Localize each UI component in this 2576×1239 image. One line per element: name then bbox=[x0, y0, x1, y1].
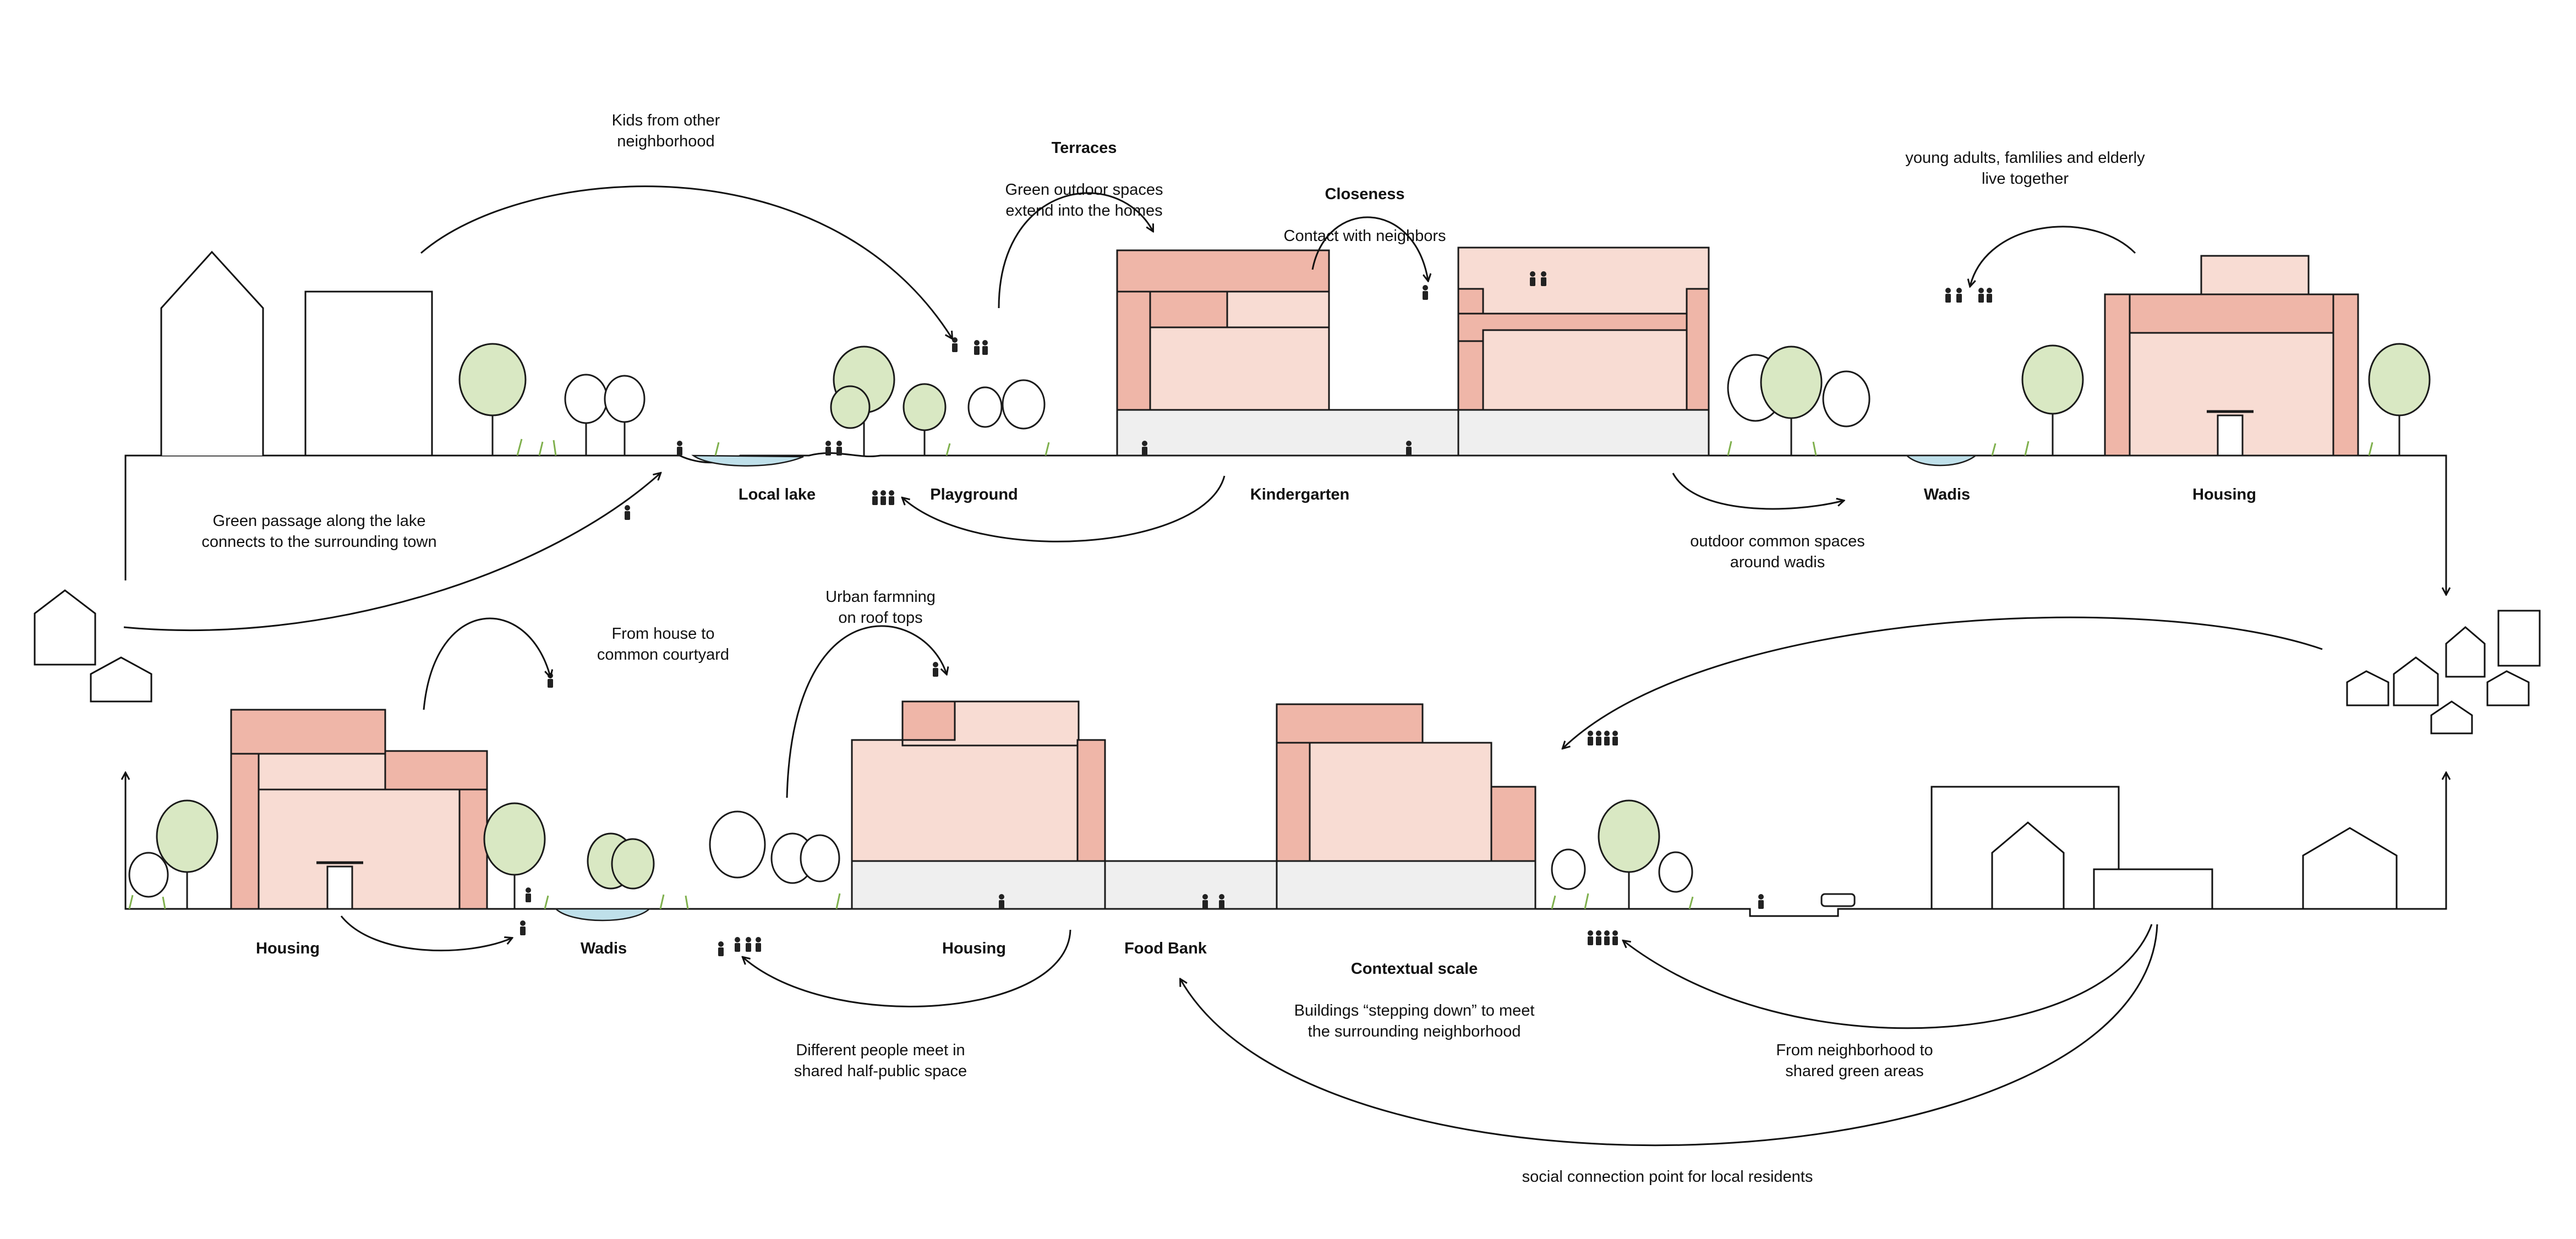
arrow-town-to-center bbox=[1563, 616, 2323, 748]
closeness-text: Contact with neighbors bbox=[1283, 227, 1446, 245]
arrow-kids bbox=[420, 185, 952, 338]
bottom-section bbox=[34, 589, 2541, 1147]
contextual-text: Buildings “stepping down” to meet the su… bbox=[1294, 1002, 1535, 1040]
annotation-urban-farming: Urban farmning on roof tops bbox=[825, 588, 936, 627]
arrow-urban-farming bbox=[786, 625, 947, 798]
terraces-title: Terraces bbox=[1051, 139, 1117, 157]
contextual-title: Contextual scale bbox=[1350, 960, 1478, 978]
label-local-lake: Local lake bbox=[738, 486, 816, 503]
annotation-social-connection: social connection point for local reside… bbox=[1522, 1168, 1813, 1186]
top-grass bbox=[516, 438, 2373, 456]
tree-group-top-right bbox=[1727, 343, 2431, 467]
arrow-from-neighborhood bbox=[1623, 924, 2153, 1029]
top-housing-building bbox=[2104, 255, 2359, 457]
town-gable-bottom-1 bbox=[1991, 821, 2065, 910]
bottom-contextual-building bbox=[1276, 703, 1536, 910]
top-section bbox=[123, 185, 2447, 631]
annotation-kids: Kids from other neighborhood bbox=[611, 112, 720, 150]
local-lake-water bbox=[691, 454, 804, 467]
tree-group-bottom-left bbox=[128, 799, 840, 922]
top-wadi-water bbox=[1905, 454, 1978, 467]
label-wadis-top: Wadis bbox=[1923, 486, 1971, 503]
label-housing-bottom-mid: Housing bbox=[942, 940, 1006, 957]
annotation-green-passage: Green passage along the lake connects to… bbox=[201, 512, 437, 551]
small-house-3 bbox=[2346, 670, 2389, 706]
arrow-green-passage bbox=[123, 473, 660, 631]
arrow-social-connection bbox=[1180, 924, 2158, 1147]
annotation-closeness: Closeness Contact with neighbors bbox=[1249, 163, 1480, 246]
kindergarten-building-left bbox=[1116, 249, 1462, 457]
annotation-young-adults: young adults, famlilies and elderly live… bbox=[1905, 149, 2145, 188]
car bbox=[1820, 893, 1856, 907]
small-house-2 bbox=[90, 656, 152, 703]
small-house-7 bbox=[2486, 670, 2530, 706]
town-block bbox=[304, 290, 433, 457]
label-kindergarten: Kindergarten bbox=[1250, 486, 1350, 503]
top-ground-line bbox=[124, 452, 2447, 594]
label-wadis-bottom: Wadis bbox=[580, 940, 627, 957]
label-playground: Playground bbox=[930, 486, 1018, 503]
arrow-housing-wadis bbox=[340, 915, 512, 952]
arrow-playground bbox=[903, 475, 1226, 542]
small-house-1 bbox=[34, 589, 96, 666]
annotation-from-neighborhood: From neighborhood to shared green areas bbox=[1776, 1041, 1933, 1080]
bottom-wadi-water bbox=[554, 908, 652, 922]
small-house-5 bbox=[2445, 626, 2486, 678]
bottom-housing-left bbox=[230, 709, 488, 910]
bottom-grass bbox=[128, 893, 1694, 909]
top-arrows bbox=[123, 185, 2136, 631]
small-block-6 bbox=[2497, 610, 2541, 667]
arrow-outdoor-common bbox=[1672, 473, 1844, 510]
annotation-contextual-scale: Contextual scale Buildings “stepping dow… bbox=[1271, 938, 1557, 1042]
bottom-housing-mid bbox=[851, 700, 1332, 910]
arrow-young-adults bbox=[1970, 226, 2136, 286]
arrow-different-people bbox=[743, 929, 1071, 1007]
annotation-different-people: Different people meet in shared half-pub… bbox=[794, 1041, 967, 1080]
annotation-terraces: Terraces Green outdoor spaces extend int… bbox=[969, 117, 1200, 221]
terraces-text: Green outdoor spaces extend into the hom… bbox=[1005, 181, 1163, 220]
bottom-arrows bbox=[340, 616, 2323, 1147]
town-gable-bottom-2 bbox=[2302, 827, 2398, 910]
town-gable-house bbox=[160, 250, 264, 456]
annotation-from-house: From house to common courtyard bbox=[597, 625, 730, 664]
label-food-bank: Food Bank bbox=[1124, 940, 1207, 957]
tree-group-top-left bbox=[458, 343, 1046, 456]
small-house-8 bbox=[2430, 700, 2473, 734]
arrow-closeness bbox=[1311, 216, 1428, 281]
kindergarten-building-right bbox=[1457, 246, 1710, 457]
closeness-title: Closeness bbox=[1325, 185, 1405, 203]
small-house-4 bbox=[2393, 656, 2439, 706]
label-housing-bottom-left: Housing bbox=[256, 940, 320, 957]
label-housing-top: Housing bbox=[2192, 486, 2256, 503]
tree-group-bottom-right bbox=[1551, 786, 2398, 910]
bottom-people bbox=[520, 662, 1764, 956]
annotation-outdoor-common: outdoor common spaces around wadis bbox=[1690, 533, 1865, 571]
town-low-block-1 bbox=[2093, 868, 2213, 910]
arrow-terraces bbox=[998, 192, 1153, 309]
arrow-from-house bbox=[423, 617, 550, 710]
